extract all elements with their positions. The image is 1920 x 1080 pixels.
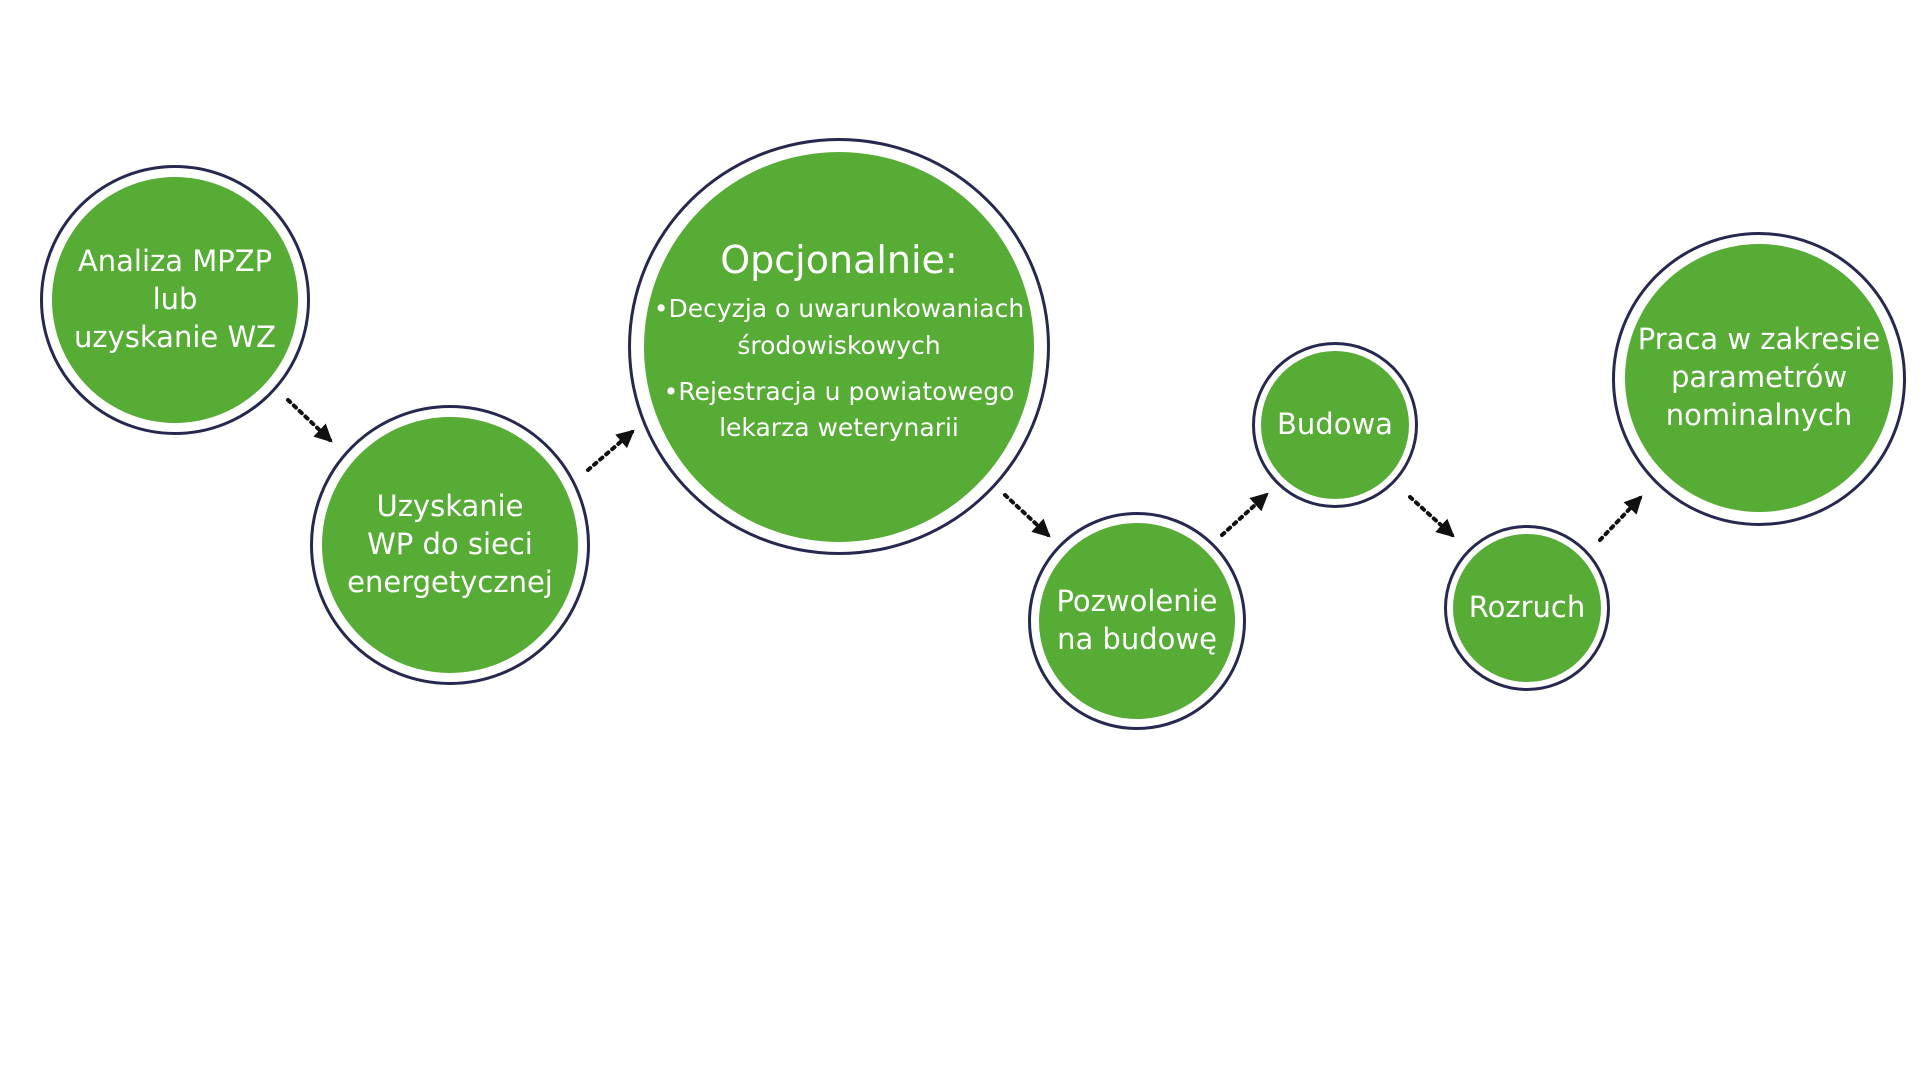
arrow-opcjonalnie-to-pozwolenie bbox=[1003, 493, 1051, 538]
optional-heading: Opcjonalnie: bbox=[720, 237, 958, 282]
step-node-budowa: Budowa bbox=[1252, 342, 1418, 508]
arrow-budowa-to-rozruch bbox=[1408, 495, 1455, 538]
step-label: Uzyskanie WP do sieci energetycznej bbox=[347, 489, 553, 599]
optional-item: •Rejestracja u powiatowego lekarza weter… bbox=[663, 376, 1015, 443]
step-node-praca: Praca w zakresie parametrów nominalnych bbox=[1612, 232, 1906, 526]
step-label: Rozruch bbox=[1468, 590, 1586, 625]
step-node-rozruch: Rozruch bbox=[1444, 525, 1610, 691]
step-node-opcjonalnie: Opcjonalnie: •Decyzja o uwarunkowaniach … bbox=[628, 138, 1050, 555]
step-node-pozwolenie: Pozwolenie na budowę bbox=[1028, 512, 1246, 730]
step-node-uzyskanie-wp: Uzyskanie WP do sieci energetycznej bbox=[310, 405, 590, 685]
arrow-rozruch-to-praca bbox=[1598, 495, 1643, 542]
step-node-analiza: Analiza MPZP lub uzyskanie WZ bbox=[40, 165, 310, 435]
arrow-pozwolenie-to-budowa bbox=[1220, 492, 1269, 537]
step-label: Pozwolenie na budowę bbox=[1056, 584, 1218, 656]
step-label: Praca w zakresie parametrów nominalnych bbox=[1637, 322, 1881, 432]
arrow-analiza-to-uzyskanie bbox=[286, 398, 333, 443]
arrow-uzyskanie-to-opcjonalnie bbox=[586, 429, 635, 472]
step-label: Analiza MPZP lub uzyskanie WZ bbox=[74, 244, 276, 354]
step-label: Budowa bbox=[1277, 407, 1393, 442]
optional-item: •Decyzja o uwarunkowaniach środowiskowyc… bbox=[653, 294, 1025, 360]
